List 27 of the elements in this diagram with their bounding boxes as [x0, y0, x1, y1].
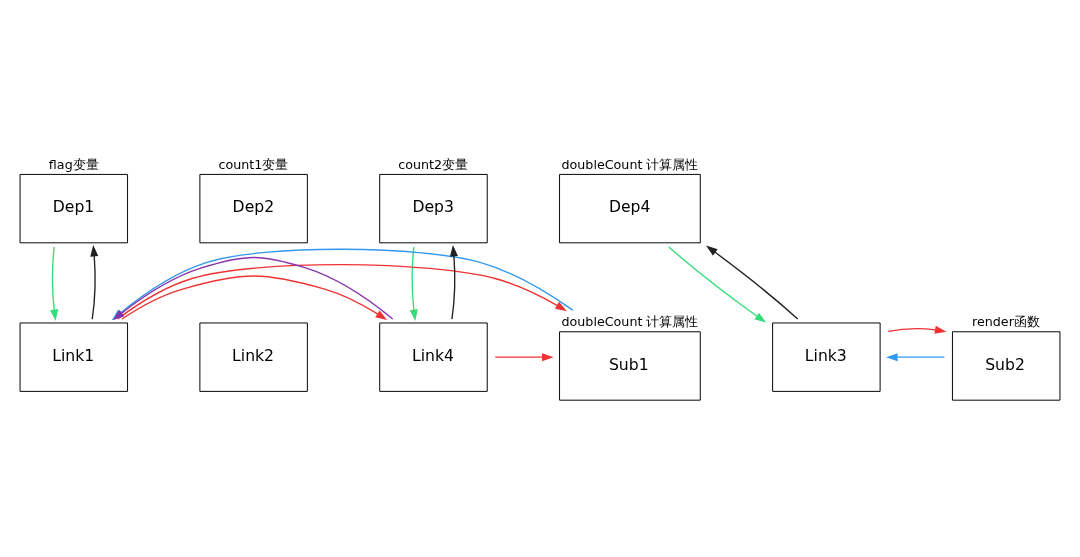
node-label: count2变量: [398, 156, 469, 172]
node-box: Dep4: [559, 173, 701, 244]
arrow: [121, 275, 388, 321]
arrow: [90, 244, 99, 320]
node-label: flag变量: [48, 156, 99, 172]
node-box: Sub2: [951, 331, 1061, 401]
arrow: [50, 246, 59, 322]
node-box: Link4: [379, 322, 488, 392]
node-label: doubleCount 计算属性: [561, 156, 699, 172]
node-box: Dep3: [379, 173, 488, 244]
node-box: Link1: [19, 322, 129, 392]
node-box: Link3: [772, 322, 881, 392]
node-label: count1变量: [218, 156, 289, 172]
arrow: [668, 246, 767, 323]
arrow: [886, 353, 946, 362]
node-label: doubleCount 计算属性: [561, 314, 699, 330]
arrow: [887, 325, 947, 334]
node-box: Dep1: [19, 173, 129, 244]
arrow: [117, 263, 567, 320]
arrow: [494, 353, 554, 362]
arrow: [706, 245, 799, 320]
node-label: render函数: [971, 314, 1040, 330]
arrow: [409, 246, 418, 322]
node-box: Link2: [199, 322, 308, 392]
node-box: Sub1: [559, 331, 701, 401]
node-box: Dep2: [199, 173, 308, 244]
arrow: [449, 244, 458, 320]
